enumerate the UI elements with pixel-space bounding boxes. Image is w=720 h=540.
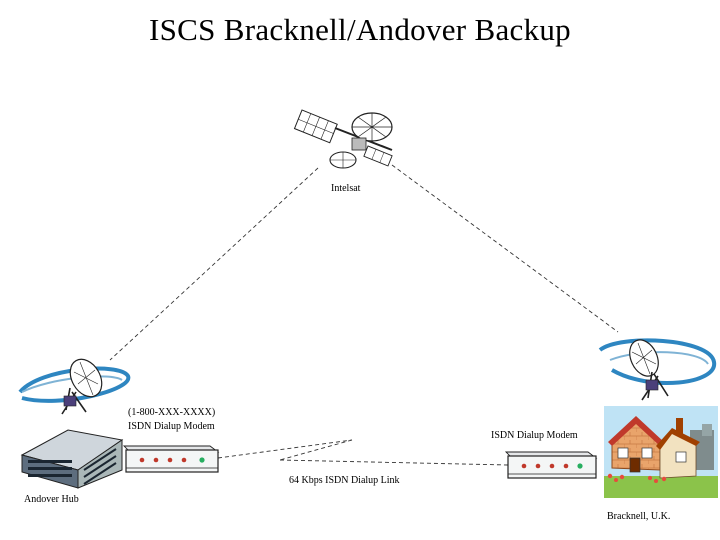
right-modem-icon: [504, 451, 598, 479]
bracknell-label: Bracknell, U.K.: [607, 511, 671, 522]
isdn-link-label: 64 Kbps ISDN Dialup Link: [289, 475, 400, 486]
isdn-link-right: [279, 459, 509, 466]
satellite-icon: [293, 109, 393, 169]
page-title: ISCS Bracknell/Andover Backup: [149, 12, 571, 47]
satellite-label: Intelsat: [331, 183, 361, 194]
satellite-link-left: [109, 167, 319, 361]
satellite-link-right: [391, 164, 619, 333]
right-satellite-dish-icon: [598, 338, 717, 401]
isdn-link-left: [217, 439, 353, 459]
isdn-link-mid: [279, 439, 353, 461]
bracknell-house-icon: [604, 406, 718, 498]
left-satellite-dish-icon: [18, 358, 131, 415]
left-modem-label: ISDN Dialup Modem: [128, 421, 215, 432]
right-modem-label: ISDN Dialup Modem: [491, 430, 578, 441]
phone-number-label: (1-800-XXX-XXXX): [128, 407, 216, 418]
satellite-links: [109, 164, 619, 466]
left-modem-icon: [122, 445, 220, 473]
andover-hub-building-icon: [20, 429, 124, 489]
andover-hub-label: Andover Hub: [24, 494, 79, 505]
